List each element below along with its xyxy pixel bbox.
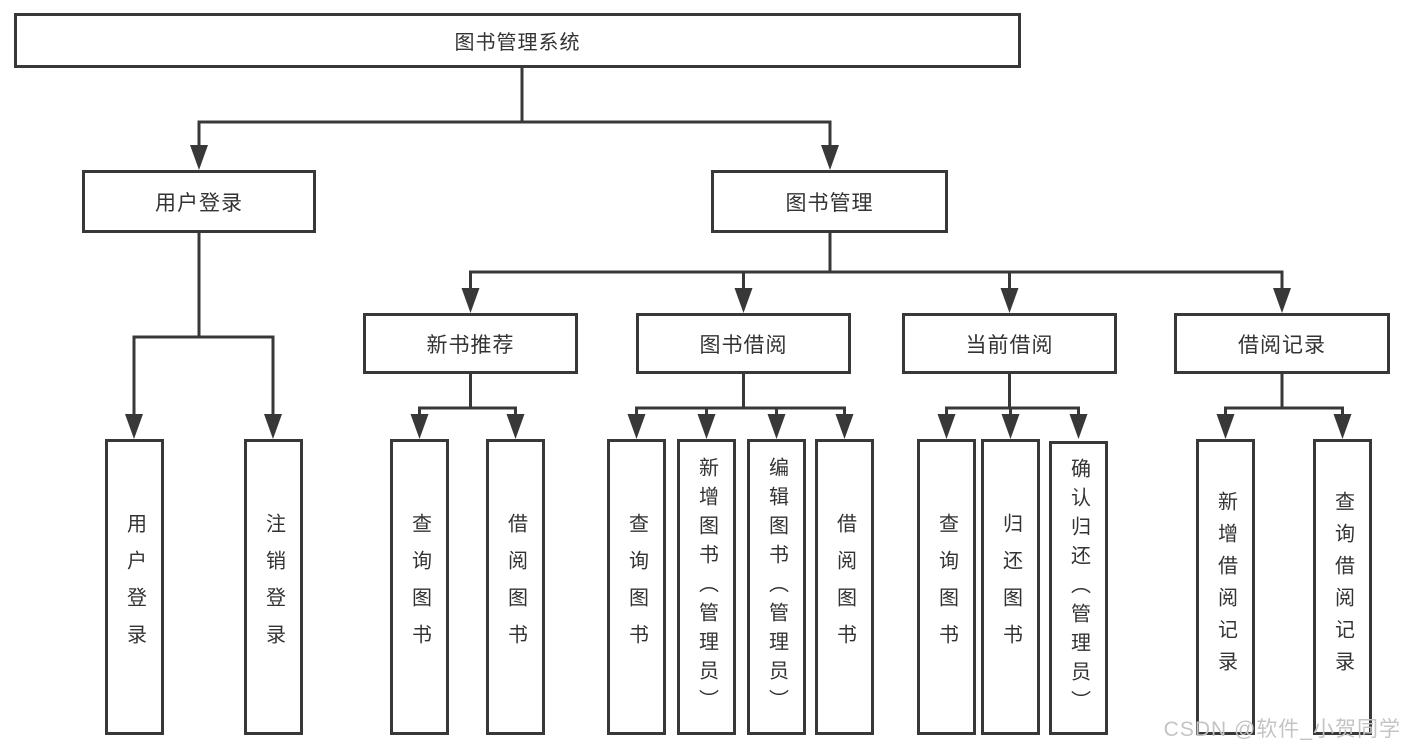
- node-book-management-label: 图书管理: [785, 191, 874, 215]
- leaf-return-book-label: 归还图书: [999, 513, 1022, 661]
- node-user-login-label: 用户登录: [155, 191, 243, 215]
- leaf-add-book-admin: 新增图书（管理员）: [677, 439, 736, 735]
- leaf-borrow-book-1: 借阅图书: [486, 439, 545, 735]
- node-book-management: 图书管理: [711, 170, 948, 233]
- node-new-book-recommend-label: 新书推荐: [426, 333, 515, 357]
- leaf-user-login: 用户登录: [105, 439, 164, 735]
- node-current-borrowing-label: 当前借阅: [965, 333, 1054, 357]
- leaf-borrow-book-2: 借阅图书: [815, 439, 874, 735]
- leaf-query-book-3-label: 查询图书: [935, 513, 958, 661]
- leaf-add-borrow-record: 新增借阅记录: [1196, 439, 1255, 735]
- csdn-watermark: CSDN @软件_小贺同学: [1163, 718, 1401, 741]
- leaf-borrow-book-1-label: 借阅图书: [504, 513, 527, 661]
- leaf-query-book-2-label: 查询图书: [625, 513, 648, 661]
- leaf-user-login-label: 用户登录: [123, 513, 146, 661]
- leaf-query-book-3: 查询图书: [917, 439, 976, 735]
- leaf-query-borrow-record-label: 查询借阅记录: [1331, 491, 1354, 683]
- node-root-label: 图书管理系统: [454, 32, 581, 54]
- node-borrowing-records-label: 借阅记录: [1238, 333, 1326, 357]
- leaf-add-borrow-record-label: 新增借阅记录: [1214, 491, 1237, 683]
- leaf-query-book-1-label: 查询图书: [408, 513, 431, 661]
- node-current-borrowing: 当前借阅: [902, 313, 1117, 374]
- leaf-confirm-return-admin-label: 确认归还（管理员）: [1067, 457, 1090, 719]
- node-borrowing-records: 借阅记录: [1174, 313, 1390, 374]
- node-user-login: 用户登录: [82, 170, 316, 233]
- leaf-query-book-1: 查询图书: [390, 439, 449, 735]
- leaf-logout-label: 注销登录: [262, 513, 285, 661]
- node-book-borrowing-label: 图书借阅: [699, 333, 788, 357]
- leaf-add-book-admin-label: 新增图书（管理员）: [695, 456, 718, 718]
- leaf-edit-book-admin-label: 编辑图书（管理员）: [765, 456, 788, 718]
- leaf-query-book-2: 查询图书: [607, 439, 666, 735]
- node-book-borrowing: 图书借阅: [636, 313, 851, 374]
- leaf-edit-book-admin: 编辑图书（管理员）: [747, 439, 806, 735]
- node-new-book-recommend: 新书推荐: [363, 313, 578, 374]
- leaf-return-book: 归还图书: [981, 439, 1040, 735]
- leaf-confirm-return-admin: 确认归还（管理员）: [1049, 441, 1108, 735]
- leaf-query-borrow-record: 查询借阅记录: [1313, 439, 1372, 735]
- leaf-borrow-book-2-label: 借阅图书: [833, 513, 856, 661]
- node-root: 图书管理系统: [14, 13, 1021, 68]
- leaf-logout: 注销登录: [244, 439, 303, 735]
